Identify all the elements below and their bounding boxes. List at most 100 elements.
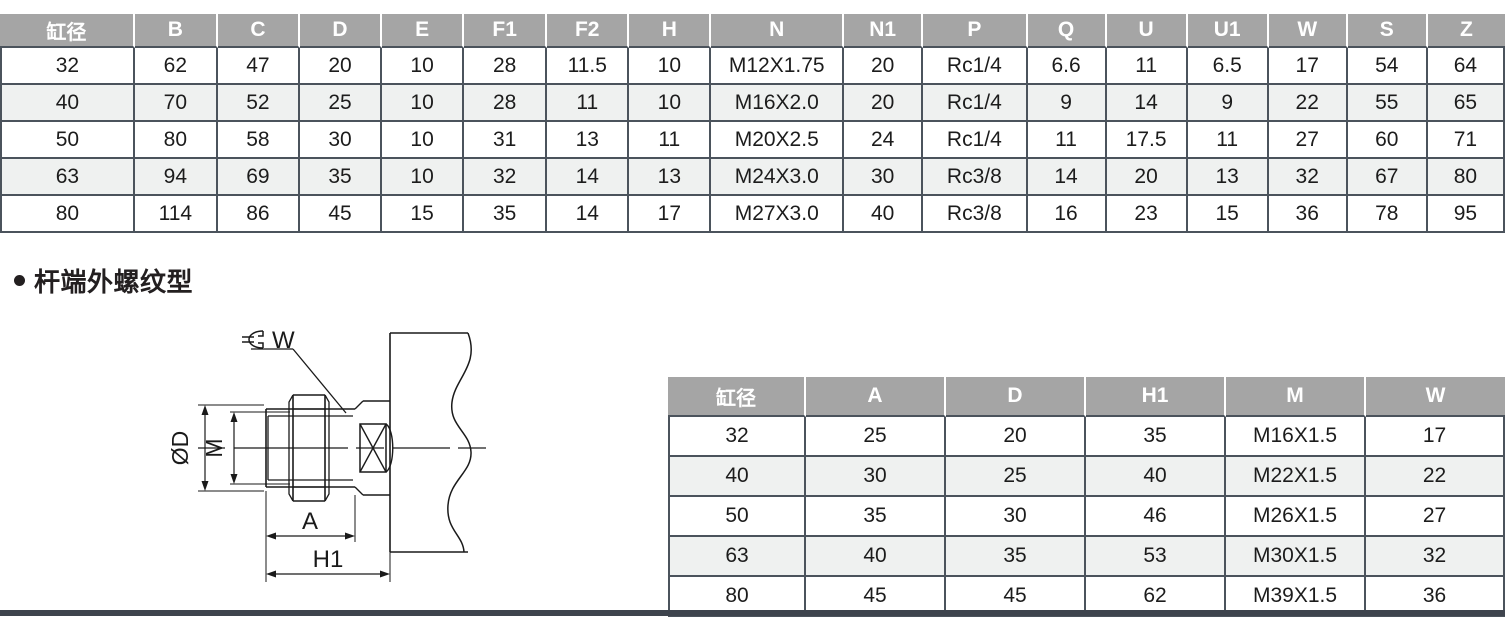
cell: 69 xyxy=(217,159,300,196)
page-bottom-rule xyxy=(0,610,1505,616)
cell: 17 xyxy=(1268,48,1348,85)
cell: 28 xyxy=(464,48,548,85)
cell: Rc3/8 xyxy=(923,159,1028,196)
cell: M20X2.5 xyxy=(711,122,845,159)
cell: 35 xyxy=(299,159,383,196)
cell: 70 xyxy=(134,85,218,122)
cell: 20 xyxy=(946,417,1086,457)
cell: 13 xyxy=(1187,159,1269,196)
cell: 53 xyxy=(1086,537,1226,577)
cell: 25 xyxy=(806,417,946,457)
cell: 11 xyxy=(1027,122,1107,159)
bullet-icon xyxy=(14,275,25,286)
cell: 28 xyxy=(464,85,548,122)
cell: 63 xyxy=(0,159,135,196)
column-header-bore: 缸径 xyxy=(668,377,806,417)
cell: 58 xyxy=(217,122,300,159)
cell: 17.5 xyxy=(1106,122,1188,159)
cell: 95 xyxy=(1427,196,1505,233)
cell: M22X1.5 xyxy=(1226,457,1366,497)
cell: M30X1.5 xyxy=(1226,537,1366,577)
section-heading-label: 杆端外螺纹型 xyxy=(34,267,194,297)
drawing-label-a: A xyxy=(302,508,318,535)
cell: 13 xyxy=(547,122,630,159)
column-header-bore: 缸径 xyxy=(0,14,135,48)
cell: 30 xyxy=(844,159,924,196)
cell: 24 xyxy=(844,122,924,159)
cell: 55 xyxy=(1347,85,1428,122)
cell: 11 xyxy=(547,85,630,122)
column-header-d: D xyxy=(946,377,1086,417)
cell: 71 xyxy=(1427,122,1505,159)
cell: 52 xyxy=(217,85,300,122)
cell: 9 xyxy=(1027,85,1107,122)
cell: 22 xyxy=(1366,457,1505,497)
cell: 35 xyxy=(946,537,1086,577)
column-header-f1: F1 xyxy=(464,14,548,48)
cell: 30 xyxy=(806,457,946,497)
cell: 10 xyxy=(382,85,465,122)
table-header-row: 缸径 B C D E F1 F2 H N N1 P Q U U1 W S Z xyxy=(0,14,1505,48)
cell: 32 xyxy=(1366,537,1505,577)
column-header-e: E xyxy=(382,14,465,48)
cell: 20 xyxy=(299,48,383,85)
table-row: 40 70 52 25 10 28 11 10 M16X2.0 20 Rc1/4… xyxy=(0,85,1505,122)
column-header-u1: U1 xyxy=(1187,14,1269,48)
cell: 65 xyxy=(1427,85,1505,122)
cell: M24X3.0 xyxy=(711,159,845,196)
table-header-row: 缸径 A D H1 M W xyxy=(668,377,1505,417)
cell: 40 xyxy=(0,85,135,122)
cell: 32 xyxy=(668,417,806,457)
cell: 16 xyxy=(1027,196,1107,233)
cell: 10 xyxy=(629,48,712,85)
cell: 62 xyxy=(134,48,218,85)
cell: 14 xyxy=(547,159,630,196)
cell: 47 xyxy=(217,48,300,85)
cell: 10 xyxy=(382,122,465,159)
cell: 86 xyxy=(217,196,300,233)
column-header-d: D xyxy=(299,14,383,48)
drawing-label-h1: H1 xyxy=(313,546,344,573)
cell: 10 xyxy=(629,85,712,122)
cell: Rc1/4 xyxy=(923,85,1028,122)
column-header-n1: N1 xyxy=(844,14,924,48)
cell: M27X3.0 xyxy=(711,196,845,233)
cell: 60 xyxy=(1347,122,1428,159)
cell: M12X1.75 xyxy=(711,48,845,85)
column-header-h: H xyxy=(629,14,712,48)
cell: 114 xyxy=(134,196,218,233)
column-header-z: Z xyxy=(1427,14,1505,48)
cell: Rc3/8 xyxy=(923,196,1028,233)
cell: 30 xyxy=(946,497,1086,537)
cell: 40 xyxy=(1086,457,1226,497)
cell: 23 xyxy=(1106,196,1188,233)
section-heading: 杆端外螺纹型 xyxy=(14,262,193,299)
cell: 11 xyxy=(629,122,712,159)
cell: 11.5 xyxy=(547,48,630,85)
cell: 11 xyxy=(1187,122,1269,159)
table-row: 32 62 47 20 10 28 11.5 10 M12X1.75 20 Rc… xyxy=(0,48,1505,85)
column-header-u: U xyxy=(1106,14,1188,48)
cell: 15 xyxy=(1187,196,1269,233)
cell: M16X1.5 xyxy=(1226,417,1366,457)
table-row: 63 40 35 53 M30X1.5 32 xyxy=(668,537,1505,577)
rod-end-male-thread-table: 缸径 A D H1 M W 32 25 20 35 M16X1.5 17 40 … xyxy=(668,377,1505,617)
cell: 9 xyxy=(1187,85,1269,122)
table-row: 80 114 86 45 15 35 14 17 M27X3.0 40 Rc3/… xyxy=(0,196,1505,233)
cylinder-dimension-table: 缸径 B C D E F1 F2 H N N1 P Q U U1 W S Z 3… xyxy=(0,14,1505,233)
column-header-m: M xyxy=(1226,377,1366,417)
cell: 32 xyxy=(0,48,135,85)
column-header-q: Q xyxy=(1027,14,1107,48)
cell: 64 xyxy=(1427,48,1505,85)
cell: 13 xyxy=(629,159,712,196)
cell: 50 xyxy=(668,497,806,537)
cell: M16X2.0 xyxy=(711,85,845,122)
cell: 54 xyxy=(1347,48,1428,85)
drawing-label-thread: M xyxy=(201,438,227,457)
column-header-c: C xyxy=(217,14,300,48)
cell: 35 xyxy=(806,497,946,537)
cell: 20 xyxy=(1106,159,1188,196)
cell: 94 xyxy=(134,159,218,196)
column-header-a: A xyxy=(806,377,946,417)
cell: 32 xyxy=(1268,159,1348,196)
